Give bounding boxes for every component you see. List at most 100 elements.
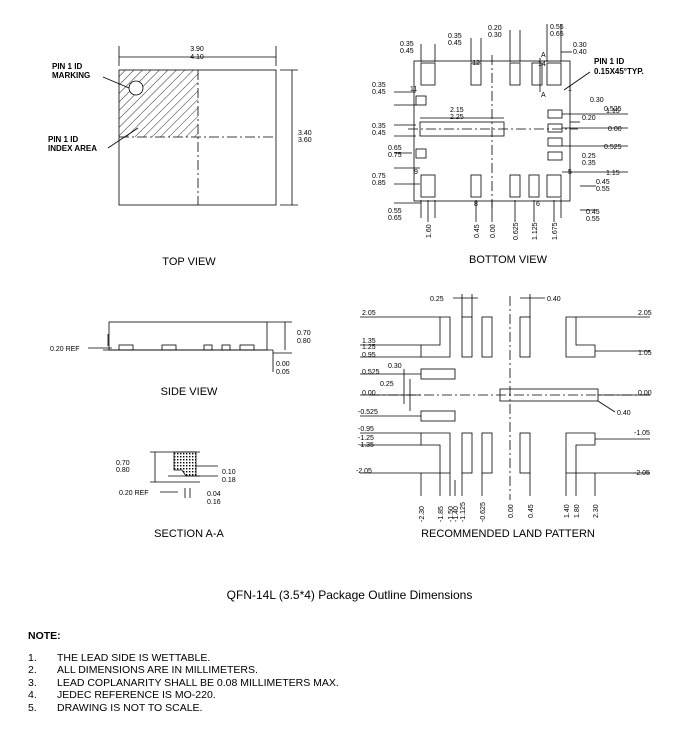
bv-dim-left-4a: 0.65 bbox=[388, 145, 402, 152]
bv-dim-right-10: 0.45 bbox=[596, 179, 610, 186]
bv-dim-bottom-6: 1.675 bbox=[552, 222, 559, 240]
note-number: 3. bbox=[28, 676, 37, 689]
bottom-pin1-label-2: 0.15X45°TYP. bbox=[594, 67, 644, 76]
lp-ry-0.40: 0.40 bbox=[617, 410, 631, 417]
lp-ry-0.00: 0.00 bbox=[638, 390, 652, 397]
note-number: 2. bbox=[28, 664, 37, 676]
bv-dim-top-3b: 0.30 bbox=[488, 32, 502, 39]
section-aa-caption: SECTION A-A bbox=[154, 528, 224, 540]
bv-dim-right-8: 0.35 bbox=[582, 160, 596, 167]
pin1-marking-label-1: PIN 1 ID bbox=[52, 62, 82, 71]
bv-dim-left-4b: 0.75 bbox=[388, 152, 402, 159]
bv-dim-top-4a: 0.55 bbox=[550, 24, 564, 31]
bottom-view bbox=[394, 24, 628, 222]
top-height-dim-b: 3.60 bbox=[298, 137, 312, 144]
lp-ry-neg-1.05: -1.05 bbox=[634, 430, 650, 437]
lp-y-neg-1.35: -1.35 bbox=[358, 442, 374, 449]
land-pad-top-right bbox=[565, 316, 596, 358]
lp-x-neg-1.50: -1.50 bbox=[448, 506, 455, 522]
bv-dim-right-6: 0.525 bbox=[604, 144, 622, 151]
lp-x-neg-1.125: -1.125 bbox=[460, 502, 467, 522]
bv-dim-top-5a: 0.30 bbox=[573, 42, 587, 49]
bv-dim-left-2a: 2.15 bbox=[450, 107, 464, 114]
lp-y-neg-2.05: -2.05 bbox=[356, 468, 372, 475]
sv-ref-label: 0.20 REF bbox=[50, 346, 80, 353]
pin-label-14: 14 bbox=[538, 61, 546, 68]
sa-dim1-b: 0.18 bbox=[222, 477, 236, 484]
lp-ry-2.05: 2.05 bbox=[638, 310, 652, 317]
note-item: 2. ALL DIMENSIONS ARE IN MILLIMETERS. bbox=[28, 664, 339, 677]
note-item: 5.DRAWING IS NOT TO SCALE. bbox=[28, 702, 339, 715]
pin-label-5: 5 bbox=[568, 169, 572, 176]
bv-dim-right-2: 0.20 bbox=[582, 115, 596, 122]
lp-y-0.525: 0.525 bbox=[362, 369, 380, 376]
lp-y-neg-0.525: -0.525 bbox=[358, 409, 378, 416]
bv-dim-right-9: 1.15 bbox=[606, 170, 620, 177]
notes-section: NOTE: 1.THE LEAD SIDE IS WETTABLE. 2.ALL… bbox=[28, 630, 339, 714]
lp-x-neg-0.625: -0.625 bbox=[480, 502, 487, 522]
pin1-index-area bbox=[119, 70, 198, 137]
bottom-view-caption: BOTTOM VIEW bbox=[469, 254, 548, 266]
note-text: THE LEAD SIDE IS WETTABLE. bbox=[57, 651, 211, 664]
section-body bbox=[173, 451, 197, 477]
bv-dim-left-2b: 2.25 bbox=[450, 114, 464, 121]
pin-label-8: 8 bbox=[474, 201, 478, 208]
bv-dim-right-5: 0.00 bbox=[608, 126, 622, 133]
bv-dim-right-13: 0.55 bbox=[586, 216, 600, 223]
section-marker-top: A bbox=[541, 52, 546, 59]
lp-y-neg-1.25: -1.25 bbox=[358, 435, 374, 442]
pin-label-1: 1 bbox=[568, 86, 572, 93]
bv-dim-left-6b: 0.65 bbox=[388, 215, 402, 222]
top-height-dim-a: 3.40 bbox=[298, 130, 312, 137]
section-aa-labels: 0.70 0.80 0.10 0.18 0.20 REF 0.04 0.16 S… bbox=[116, 460, 236, 540]
lp-x-1.80: 1.80 bbox=[574, 504, 581, 518]
note-item: 4.JEDEC REFERENCE IS MO-220. bbox=[28, 689, 339, 702]
note-number: 1. bbox=[28, 651, 37, 664]
top-view bbox=[102, 46, 298, 206]
note-text: DRAWING IS NOT TO SCALE. bbox=[57, 701, 203, 714]
lp-x-neg-1.85: -1.85 bbox=[438, 506, 445, 522]
bv-dim-top-3a: 0.20 bbox=[488, 25, 502, 32]
lp-ry-neg-2.05: -2.05 bbox=[634, 470, 650, 477]
note-text: ALL DIMENSIONS ARE IN MILLIMETERS. bbox=[57, 664, 258, 676]
sa-dim2-a: 0.04 bbox=[207, 491, 221, 498]
lp-y-0.30: 0.30 bbox=[388, 363, 402, 370]
note-number: 4. bbox=[28, 689, 37, 701]
pin1-index-label-2: INDEX AREA bbox=[48, 144, 97, 153]
lp-x-neg-2.30: -2.30 bbox=[419, 506, 426, 522]
bv-dim-left-1b: 0.45 bbox=[372, 89, 386, 96]
pin-label-9: 9 bbox=[414, 169, 418, 176]
sv-height-a: 0.70 bbox=[297, 330, 311, 337]
package-title: QFN-14L (3.5*4) Package Outline Dimensio… bbox=[226, 588, 473, 602]
bv-dim-bottom-1: 1.60 bbox=[426, 224, 433, 238]
top-width-dim-a: 3.90 bbox=[190, 46, 204, 53]
top-width-dim-b: 4.10 bbox=[190, 54, 204, 61]
bottom-pin1-label-1: PIN 1 ID bbox=[594, 57, 624, 66]
bv-dim-left-3b: 0.45 bbox=[372, 130, 386, 137]
bv-dim-bottom-5: 1.125 bbox=[532, 222, 539, 240]
bv-dim-top-4b: 0.65 bbox=[550, 31, 564, 38]
section-aa bbox=[150, 451, 218, 498]
bv-dim-right-4: 0.525 bbox=[604, 106, 622, 113]
bv-dim-top-5b: 0.40 bbox=[573, 49, 587, 56]
note-text: LEAD COPLANARITY SHALL BE 0.08 MILLIMETE… bbox=[57, 676, 339, 689]
land-pattern-labels: 0.25 0.40 2.05 1.35 1.25 0.95 0.525 0.30… bbox=[356, 296, 652, 540]
pin1-marking-label-2: MARKING bbox=[52, 71, 90, 80]
sa-dim1-a: 0.10 bbox=[222, 469, 236, 476]
land-pattern-caption: RECOMMENDED LAND PATTERN bbox=[421, 528, 595, 540]
lp-top-dim-2: 0.40 bbox=[547, 296, 561, 303]
lp-x-1.40: 1.40 bbox=[564, 504, 571, 518]
note-item: 1. THE LEAD SIDE IS WETTABLE. bbox=[28, 652, 339, 665]
lp-y-0.95: 0.95 bbox=[362, 352, 376, 359]
bottom-view-labels: PIN 1 ID 0.15X45°TYP. 12 11 9 8 6 5 14 1… bbox=[372, 24, 644, 266]
bv-dim-right-11: 0.55 bbox=[596, 186, 610, 193]
land-pad-bottom-right bbox=[565, 432, 596, 474]
bv-dim-right-7: 0.25 bbox=[582, 153, 596, 160]
bv-dim-left-5b: 0.85 bbox=[372, 180, 386, 187]
lp-y-1.25: 1.25 bbox=[362, 344, 376, 351]
bv-dim-top-2a: 0.35 bbox=[448, 33, 462, 40]
sa-ref-label: 0.20 REF bbox=[119, 490, 149, 497]
land-pad-bottom-left bbox=[420, 432, 451, 474]
lp-x-2.30: 2.30 bbox=[593, 504, 600, 518]
bv-dim-bottom-2: 0.45 bbox=[474, 224, 481, 238]
